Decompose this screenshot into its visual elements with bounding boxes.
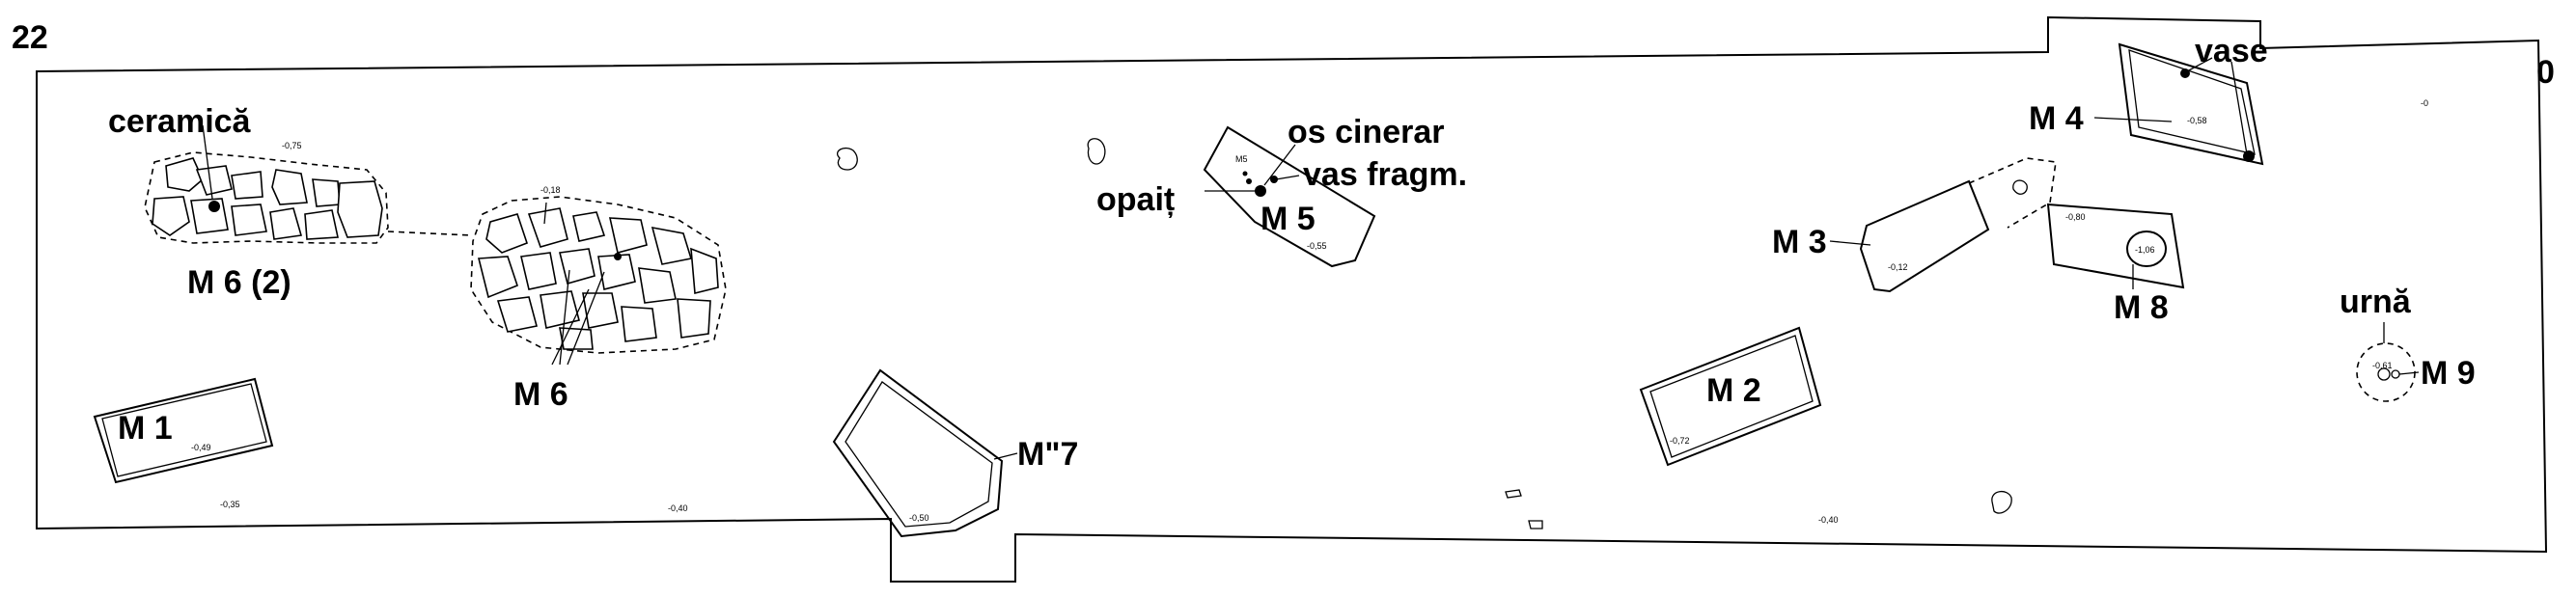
feature-m4: -0,58 (2093, 42, 2264, 166)
m8-inner-pit (2126, 231, 2167, 267)
feature-m3: -0,12 (1829, 157, 2057, 293)
depth-m6: -0,18 (540, 185, 561, 195)
depth-floor-2: -0,40 (668, 503, 688, 513)
m2-outline-inner (1649, 335, 1814, 458)
depth-m3: -0,12 (1888, 262, 1908, 272)
feature-m8: -0,80 -1,06 (2046, 203, 2185, 289)
depth-top-right: -0 (2421, 98, 2428, 108)
m5-outline (1203, 125, 1376, 268)
pit-1 (837, 147, 858, 171)
pit-2 (1087, 138, 1106, 165)
label-urna: urnă (2340, 284, 2412, 320)
feature-m2: -0,72 (1639, 326, 1822, 467)
m6-2-boundary (144, 151, 389, 244)
label-m1: M 1 (118, 410, 173, 447)
depth-m5: -0,55 (1307, 241, 1327, 251)
label-m3: M 3 (1772, 224, 1827, 260)
label-m5: M 5 (1260, 201, 1316, 237)
depth-m5-small: M5 (1235, 154, 1248, 164)
depth-m4: -0,58 (2187, 116, 2207, 125)
depth-m7: -0,50 (909, 513, 929, 523)
m1-outline-outer (93, 377, 274, 484)
label-m7: M"7 (1017, 436, 1078, 473)
m4-outline-outer (2118, 42, 2264, 166)
depth-m8-inner: -1,06 (2135, 245, 2155, 255)
feature-m7: -0,50 (832, 368, 1018, 538)
feature-m9: -0,61 (2356, 322, 2420, 402)
m1-outline-inner (101, 383, 267, 477)
corner-label-left: 22 (12, 19, 48, 56)
pit-3 (1991, 491, 2012, 514)
feature-m1: -0,49 (93, 377, 274, 484)
depth-floor-3: -0,40 (1818, 515, 1839, 525)
floor-mark-2 (1528, 520, 1543, 529)
m2-outline-outer (1639, 326, 1822, 467)
m9-pit-dashed (2356, 342, 2416, 402)
label-opait: opaiț (1096, 181, 1175, 218)
label-m4: M 4 (2029, 100, 2084, 137)
depth-m6-2: -0,75 (282, 141, 302, 150)
label-vase: vase (2195, 33, 2268, 69)
label-m2: M 2 (1706, 372, 1761, 409)
floor-mark-1 (1505, 489, 1522, 499)
m3-outline (1859, 179, 1990, 293)
label-os-cinerar: os cinerar (1288, 114, 1445, 150)
depth-m1: -0,49 (191, 443, 211, 452)
m3-pit-dashed (1968, 157, 2057, 229)
label-vas-fragm: vas fragm. (1303, 156, 1467, 193)
feature-m5: M5 -0,55 (1203, 125, 1376, 268)
label-m6-2: M 6 (2) (187, 264, 291, 301)
feature-m6: -0,18 (470, 185, 727, 366)
feature-m6-2: -0,75 (144, 124, 389, 244)
trench-outline (36, 15, 2548, 583)
depth-floor-1: -0,35 (220, 500, 240, 509)
m7-outline-outer (832, 368, 1004, 538)
depth-m2: -0,72 (1670, 436, 1690, 446)
label-m6: M 6 (513, 376, 568, 413)
label-m9: M 9 (2421, 355, 2476, 392)
corner-label-right: 0 (2536, 54, 2555, 91)
m6-link-line (387, 231, 472, 236)
m7-outline-inner (845, 381, 993, 528)
m8-outline (2046, 203, 2185, 289)
depth-m8: -0,80 (2065, 212, 2086, 222)
label-ceramica: ceramică (108, 103, 252, 140)
m6-boundary (470, 196, 727, 354)
depth-m9: -0,61 (2372, 361, 2393, 370)
label-m8: M 8 (2114, 289, 2169, 326)
m4-outline-inner (2128, 49, 2256, 155)
